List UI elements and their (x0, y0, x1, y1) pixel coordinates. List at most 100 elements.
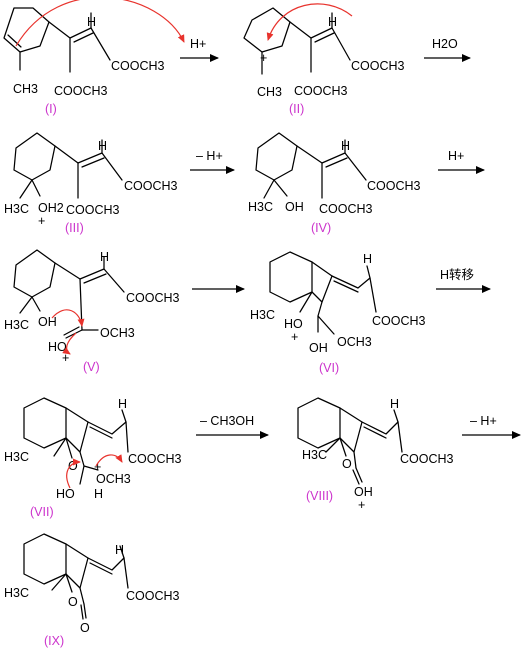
compound-3: H3C OH2 + H COOCH3 COOCH3 (III) (4, 132, 178, 235)
vinyl-h-bond (121, 409, 127, 423)
vinyl-h-bond (119, 545, 125, 559)
protonated-carbonyl (63, 326, 83, 339)
methyl-group: H3C (4, 586, 29, 600)
reagent-label: H转移 (440, 267, 474, 282)
ring-closure-bond (353, 451, 357, 469)
alkene-double-bond (363, 426, 387, 439)
reagent-label: – H+ (196, 149, 223, 163)
vinyl-hydrogen: H (98, 139, 107, 153)
curly-arrow-1 (51, 309, 85, 327)
side-chain (54, 139, 103, 164)
ring-closure-bond (79, 451, 85, 467)
ester-group-2: COOCH3 (54, 84, 108, 98)
ester-group: COOCH3 (126, 291, 180, 305)
carbonyl-double-bond (80, 603, 87, 620)
vinyl-hydrogen: H (87, 15, 96, 29)
vinyl-hydrogen: H (118, 397, 127, 411)
alkene-double-bond (325, 157, 348, 168)
cyclohexane-ring (269, 251, 313, 303)
methyl-group: H3C (4, 202, 29, 216)
side-chain (54, 256, 105, 280)
vinyl-hydrogen: H (115, 543, 124, 557)
ring-double-bond (7, 34, 22, 48)
compound-label: (III) (65, 221, 84, 235)
reaction-arrow-2: H2O (424, 37, 471, 62)
oxonium-bond (31, 179, 41, 197)
curly-arrow (266, 3, 353, 41)
curly-arrow-2 (95, 454, 123, 467)
compound-5: H3C OH H COOCH3 OCH3 HO + (V) (4, 249, 180, 374)
compound-label: (I) (45, 102, 57, 116)
side-chain (48, 12, 92, 39)
hemiketal-bonds (317, 315, 335, 335)
fused-ring-bonds (65, 407, 89, 453)
hydroxyl-group: HO (56, 487, 75, 501)
exocyclic-alkene (331, 275, 371, 289)
ring-oxygen-bond (65, 573, 73, 593)
reaction-arrow-8: – H+ (462, 414, 521, 439)
ring-closure-bond (317, 301, 323, 317)
ring-oxygen-bond (339, 437, 347, 457)
compound-7: H COOCH3 H3C O HO OCH3 + H (VII) (4, 397, 182, 519)
compound-4: H3C OH H COOCH3 COOCH3 (IV) (248, 132, 421, 235)
reagent-label: H+ (190, 37, 206, 51)
cyclohexane-ring (23, 533, 67, 585)
vinyl-hydrogen: H (328, 15, 337, 29)
reaction-arrow-1: H+ (180, 37, 219, 62)
alkene-double-bond (333, 280, 359, 293)
alkene-double-bond (89, 562, 113, 575)
alkene-double-bond (83, 273, 107, 284)
alkene-double-bond (73, 32, 94, 43)
ester-group-2: COOCH3 (294, 84, 348, 98)
hemiketal-bonds (79, 465, 99, 485)
cyclohexane-ring (13, 249, 56, 298)
cyclohexene-ring (3, 7, 50, 53)
ester-bond (397, 421, 403, 453)
exocyclic-alkene (87, 421, 127, 435)
oxonium-charge: + (358, 498, 365, 512)
compound-label: (IX) (44, 634, 64, 648)
exocyclic-alkene (361, 421, 399, 435)
side-chain (289, 12, 333, 39)
compound-label: (VIII) (306, 489, 333, 503)
compound-label: (VI) (319, 361, 339, 375)
methyl-group: CH3 (257, 85, 282, 99)
ester-group-1: COOCH3 (367, 179, 421, 193)
compound-9: H COOCH3 H3C O O (IX) (4, 533, 180, 648)
compound-2: CH3 + H COOCH3 COOCH3 (II) (243, 3, 405, 116)
ring-oxygen: O (68, 595, 78, 609)
methyl-bond (325, 437, 341, 453)
methyl-group: H3C (4, 450, 29, 464)
carbonyl-oxygen: O (80, 621, 90, 635)
oxonium-group: OH2 (38, 201, 64, 215)
hydroxyl-bond (273, 179, 288, 197)
methoxy-group: OCH3 (96, 472, 131, 486)
curly-arrow-1 (66, 458, 81, 489)
reaction-arrow-4: H+ (438, 149, 485, 174)
cyclohexane-ring (255, 132, 298, 181)
cyclohexane-ring (297, 397, 341, 449)
ester-group-1: COOCH3 (351, 59, 405, 73)
cyclohexane-ring (13, 132, 56, 181)
ester-group-2: COOCH3 (66, 203, 120, 217)
methyl-bond (51, 573, 67, 591)
methyl-bond (53, 437, 67, 457)
oxonium-charge: + (94, 460, 101, 474)
ester-bond-1 (90, 27, 111, 61)
ester-bond (103, 268, 125, 293)
ester-bond-1 (331, 27, 351, 61)
reagent-label: H+ (448, 149, 464, 163)
methyl-bond (19, 296, 33, 314)
vinyl-hydrogen: H (341, 139, 350, 153)
compound-label: (II) (289, 102, 304, 116)
vinyl-hydrogen: H (100, 250, 109, 264)
oxonium-charge: + (38, 214, 45, 228)
alkene-double-bond (89, 426, 113, 439)
ester-bond-1 (344, 152, 367, 181)
alkene-double-bond (81, 157, 105, 168)
compound-1: CH3 H COOCH3 COOCH3 (I) (3, 0, 185, 116)
cyclohexane-ring (243, 7, 291, 53)
compound-label: (IV) (311, 221, 331, 235)
fused-ring-bonds (311, 261, 333, 303)
methyl-bond (19, 179, 33, 199)
